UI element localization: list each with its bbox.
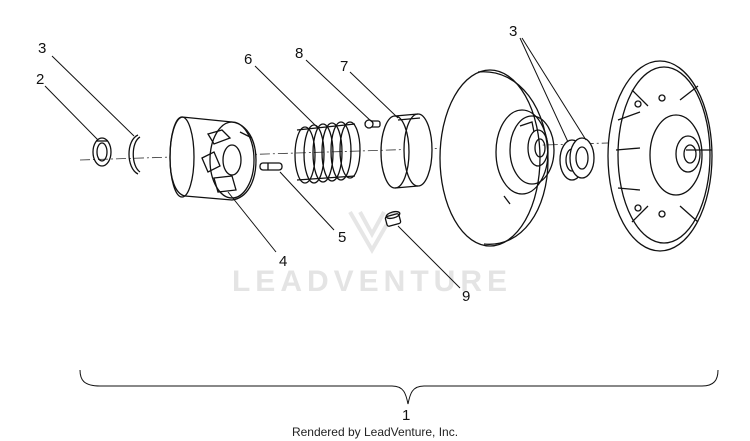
callout-5: 5 [338,229,346,246]
part-2-snap-ring [92,137,112,167]
part-3-washer [128,134,141,175]
part-6-spring [294,121,361,184]
callout-9: 9 [462,288,470,305]
callout-3-right: 3 [509,23,517,40]
part-8-screw [364,119,381,129]
callout-7: 7 [340,58,348,75]
fixed-sheave [607,60,713,252]
callout-8: 8 [295,45,303,62]
callout-4: 4 [279,253,287,270]
part-5-pin [259,162,283,171]
callout-3-left: 3 [38,40,46,57]
footer-credit: Rendered by LeadVenture, Inc. [292,425,458,439]
part-3-washer-pair [559,137,595,181]
watermark: LEADVENTURE [232,210,512,298]
watermark-text: LEADVENTURE [232,265,512,298]
assembly-brace [79,369,719,405]
movable-sheave [439,69,555,247]
callouts: 2 3 6 8 7 3 4 5 9 1 [36,23,517,424]
callout-2: 2 [36,71,44,88]
part-9-button [384,210,402,227]
part-4-cam [169,116,257,201]
callout-1: 1 [402,407,410,424]
part-7-bushing [380,113,433,189]
leader-lines [44,37,587,289]
callout-6: 6 [244,51,252,68]
